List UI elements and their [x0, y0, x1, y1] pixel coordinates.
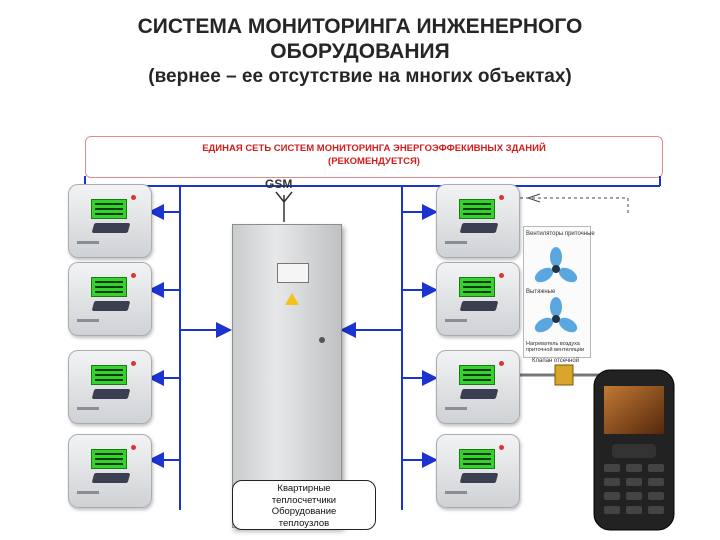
- warning-icon: [285, 293, 299, 305]
- vent-label-bottom: Нагреватель воздуха приточной вентиляции: [526, 341, 585, 353]
- callout-line-4: теплоузлов: [278, 517, 330, 529]
- slide-title: СИСТЕМА МОНИТОРИНГА ИНЖЕНЕРНОГО ОБОРУДОВ…: [0, 14, 720, 89]
- gsm-label: GSM: [265, 177, 293, 191]
- banner-text: ЕДИНАЯ СЕТЬ СИСТЕМ МОНИТОРИНГА ЭНЕРГОЭФФ…: [86, 142, 662, 168]
- cabinet-lock: [319, 337, 325, 343]
- network-banner: ЕДИНАЯ СЕТЬ СИСТЕМ МОНИТОРИНГА ЭНЕРГОЭФФ…: [85, 136, 663, 178]
- callout-line-2: теплосчетчики: [271, 494, 337, 506]
- heat-meter-left-4: [68, 434, 152, 508]
- heat-meter-left-2: [68, 262, 152, 336]
- banner-line-1: ЕДИНАЯ СЕТЬ СИСТЕМ МОНИТОРИНГА ЭНЕРГОЭФФ…: [202, 143, 546, 154]
- heat-meter-left-3: [68, 350, 152, 424]
- callout-line-1: Квартирные: [277, 483, 331, 494]
- heat-meter-right-4: [436, 434, 520, 508]
- heat-meter-right-2: [436, 262, 520, 336]
- title-line-1: СИСТЕМА МОНИТОРИНГА ИНЖЕНЕРНОГО: [137, 15, 583, 38]
- callout-line-3: Оборудование: [271, 506, 337, 517]
- control-cabinet: [232, 224, 342, 528]
- fan-icon: [534, 297, 578, 333]
- banner-line-2: (РЕКОМЕНДУЕТСЯ): [328, 156, 420, 167]
- heat-meter-right-3: [436, 350, 520, 424]
- cabinet-nameplate: [277, 263, 309, 283]
- ventilation-unit: Вентиляторы приточные Вытяжные Нагревате…: [523, 226, 595, 358]
- antenna-icon: [275, 191, 293, 222]
- fan-icon: [534, 247, 578, 283]
- mobile-phone-icon: [593, 369, 675, 531]
- valve-label: Клапан отсечной: [532, 358, 580, 364]
- title-line-3: (вернее – ее отсутствие на многих объект…: [148, 66, 572, 87]
- apartment-meters-callout: Квартирные теплосчетчики Оборудование те…: [232, 480, 376, 530]
- vent-label-mid: Вытяжные: [526, 289, 556, 295]
- title-line-2: ОБОРУДОВАНИЯ: [270, 40, 450, 63]
- heat-meter-right-1: [436, 184, 520, 258]
- vent-link-line: [520, 197, 629, 215]
- vent-label-top: Вентиляторы приточные: [526, 231, 595, 237]
- valve-icon: [520, 364, 600, 386]
- heat-meter-left-1: [68, 184, 152, 258]
